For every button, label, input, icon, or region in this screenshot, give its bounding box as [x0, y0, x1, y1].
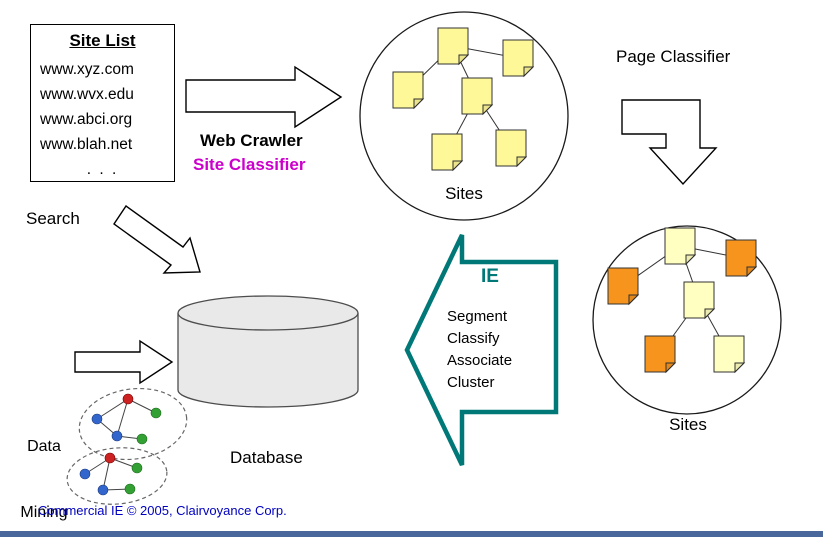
ie-title: IE [481, 266, 499, 287]
bottom-edge-bar [0, 531, 823, 537]
ie-step-segment: Segment [447, 308, 508, 325]
page-note-icon [432, 134, 462, 170]
graph-node-blue [111, 430, 123, 442]
ie-step-classify: Classify [447, 330, 500, 347]
page-note-icon [462, 78, 492, 114]
cluster-a-edges [96, 398, 157, 440]
sites-label-right: Sites [669, 415, 707, 434]
ie-step-cluster: Cluster [447, 374, 495, 391]
data-mining-cluster-b [66, 447, 168, 505]
data-mining-line1: Data [27, 438, 61, 455]
site-list-item: www.wvx.edu [40, 86, 134, 103]
site-list-ellipsis: . . . [86, 161, 119, 178]
data-mining-label: Data Mining [10, 392, 78, 537]
graph-node-green [150, 407, 162, 419]
page-classifier-label: Page Classifier [616, 47, 731, 66]
graph-node-blue [79, 468, 91, 480]
graph-node-blue [91, 413, 103, 425]
search-arrow-icon [113, 205, 201, 274]
database-label: Database [230, 448, 303, 467]
page-note-orange-icon [608, 268, 638, 304]
site-list-item: www.abci.org [40, 111, 133, 128]
page-note-orange-icon [726, 240, 756, 276]
page-note-icon [496, 130, 526, 166]
web-crawler-arrow-icon [185, 65, 343, 129]
copyright-caption: Commercial IE © 2005, Clairvoyance Corp. [38, 503, 287, 518]
data-mining-cluster-a [78, 387, 188, 461]
graph-node-blue [97, 484, 109, 496]
graph-node-green [131, 462, 143, 474]
graph-node-green [124, 483, 136, 495]
page-note-icon [503, 40, 533, 76]
page-note-icon [714, 336, 744, 372]
ie-steps: Segment Classify Associate Cluster [447, 306, 512, 394]
page-note-orange-icon [645, 336, 675, 372]
ie-step-associate: Associate [447, 352, 513, 369]
data-mining-arrow-icon [74, 339, 174, 385]
sites-label-top: Sites [445, 184, 483, 203]
page-note-icon [393, 72, 423, 108]
sites-circle-right [592, 225, 782, 415]
graph-node-red [122, 393, 134, 405]
search-label: Search [26, 209, 80, 228]
page-note-icon [684, 282, 714, 318]
ie-arrow-icon [404, 234, 559, 466]
data-mining-line2: Mining [20, 504, 68, 521]
page-note-icon [665, 228, 695, 264]
page-note-icon [438, 28, 468, 64]
graph-node-green [136, 433, 148, 445]
graph-node-red [104, 452, 116, 464]
sites-circle-top [359, 11, 569, 221]
site-classifier-label: Site Classifier [193, 155, 306, 174]
site-list-title: Site List [69, 31, 136, 50]
site-list-item: www.blah.net [40, 136, 133, 153]
page-classifier-arrow-icon [621, 99, 718, 186]
database-cylinder-icon [177, 295, 359, 408]
site-list-item: www.xyz.com [40, 61, 134, 78]
site-list-box: Site List www.xyz.com www.wvx.edu www.ab… [30, 24, 175, 182]
cluster-ellipse [78, 387, 188, 461]
cluster-ellipse [66, 447, 168, 505]
web-crawler-label: Web Crawler [200, 131, 303, 150]
